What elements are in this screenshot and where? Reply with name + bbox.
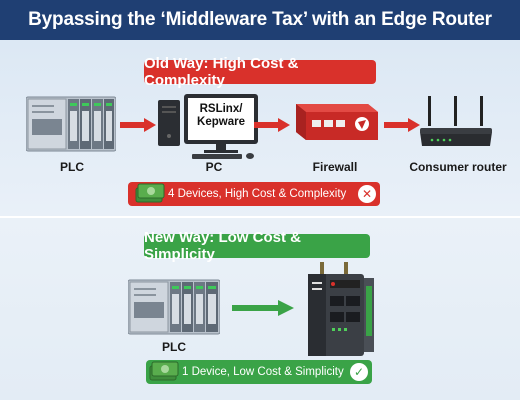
pc-screen-line2: Kepware	[197, 116, 245, 128]
arrow-right-icon	[120, 118, 156, 132]
new-way-heading: New Way: Low Cost & Simplicity	[144, 229, 370, 263]
firewall-icon	[296, 104, 378, 140]
new-way-summary: 1 Device, Low Cost & Simplicity	[146, 360, 372, 384]
old-way-summary: 4 Devices, High Cost & Complexity	[128, 182, 380, 206]
router-icon	[420, 96, 492, 146]
router-label: Consumer router	[409, 160, 507, 174]
pc-label: PC	[205, 160, 223, 174]
money-icon	[135, 183, 165, 203]
page-title: Bypassing the ‘Middleware Tax’ with an E…	[28, 9, 492, 30]
new-summary-text: 1 Device, Low Cost & Simplicity	[182, 366, 344, 378]
check-circle-icon: ✓	[350, 363, 368, 381]
header-bar: Bypassing the ‘Middleware Tax’ with an E…	[0, 0, 520, 40]
arrow-right-icon	[232, 300, 294, 316]
pc-screen-text: RSLinx/ Kepware	[189, 103, 253, 129]
arrow-right-icon	[384, 118, 420, 132]
plc-icon	[26, 96, 116, 152]
firewall-label: Firewall	[312, 160, 358, 174]
plc-label-old: PLC	[60, 160, 84, 174]
arrow-right-icon	[254, 118, 290, 132]
section-divider	[0, 216, 520, 218]
old-summary-text: 4 Devices, High Cost & Complexity	[168, 188, 347, 200]
money-icon	[149, 361, 179, 381]
plc-label-new: PLC	[162, 340, 186, 354]
pc-screen-line1: RSLinx/	[199, 103, 243, 115]
pc-icon	[158, 94, 258, 159]
x-circle-icon: ✕	[358, 185, 376, 203]
plc-icon	[128, 279, 220, 335]
edge-router-icon	[308, 262, 374, 356]
old-way-heading: Old Way: High Cost & Complexity	[144, 55, 376, 89]
